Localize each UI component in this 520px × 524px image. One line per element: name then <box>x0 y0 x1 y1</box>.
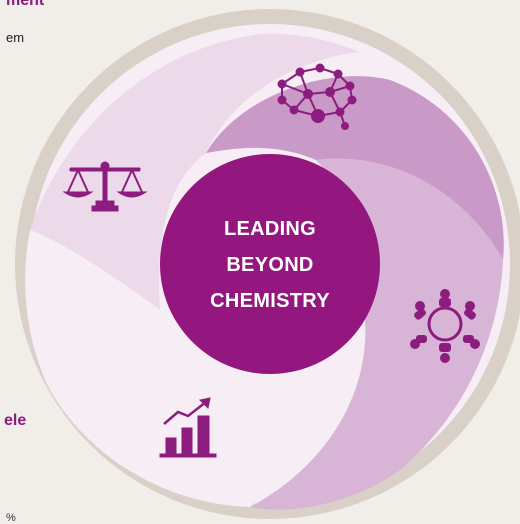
cropped-text-top: em <box>6 30 25 45</box>
center-line-1: LEADING <box>224 218 316 240</box>
cropped-heading-mid: ele <box>4 412 27 429</box>
team-collaboration-icon <box>410 289 480 363</box>
cropped-heading-top: ment <box>6 0 45 9</box>
segment-top-right[interactable] <box>206 76 504 260</box>
brain-network-icon <box>277 63 357 130</box>
center-circle <box>160 154 380 374</box>
segment-left-top[interactable] <box>30 33 360 310</box>
segment-right-bottom[interactable] <box>250 158 503 510</box>
segment-bottom-left[interactable] <box>25 230 285 507</box>
balance-scale-icon <box>62 161 148 212</box>
growth-chart-icon <box>159 397 217 458</box>
center-line-2: BEYOND <box>226 254 313 276</box>
cropped-text-bottom: % <box>6 512 16 524</box>
center-line-3: CHEMISTRY <box>210 290 330 312</box>
